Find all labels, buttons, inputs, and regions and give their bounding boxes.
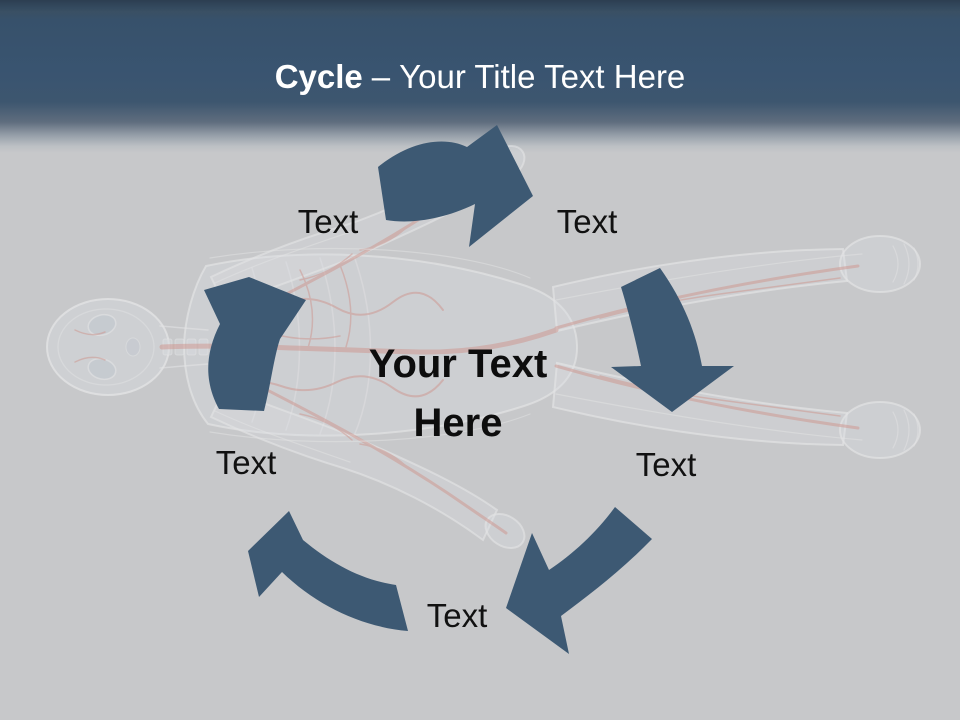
cycle-arrow-right[interactable]: [611, 268, 734, 412]
cycle-arrow-bottom-right[interactable]: [506, 507, 652, 654]
center-text-line1: Your Text: [368, 342, 548, 386]
text-placeholder-bottom[interactable]: Text: [426, 597, 488, 634]
text-placeholder-right[interactable]: Text: [635, 446, 697, 483]
cycle-arrow-left[interactable]: [204, 277, 306, 411]
center-text-placeholder[interactable]: Your Text Here: [369, 335, 548, 453]
text-placeholder-top-right[interactable]: Text: [556, 203, 618, 240]
title-prefix: Cycle: [274, 58, 363, 95]
title-separator: –: [371, 58, 391, 95]
cycle-arrow-bottom-left[interactable]: [248, 511, 408, 631]
text-placeholder-top-left[interactable]: Text: [297, 203, 359, 240]
text-placeholder-left[interactable]: Text: [215, 444, 277, 481]
cycle-arrow-top[interactable]: [378, 125, 533, 247]
slide-title: Cycle–Your Title Text Here: [0, 58, 960, 96]
center-text-line2: Here: [413, 401, 503, 445]
title-text: Your Title Text Here: [399, 58, 686, 95]
